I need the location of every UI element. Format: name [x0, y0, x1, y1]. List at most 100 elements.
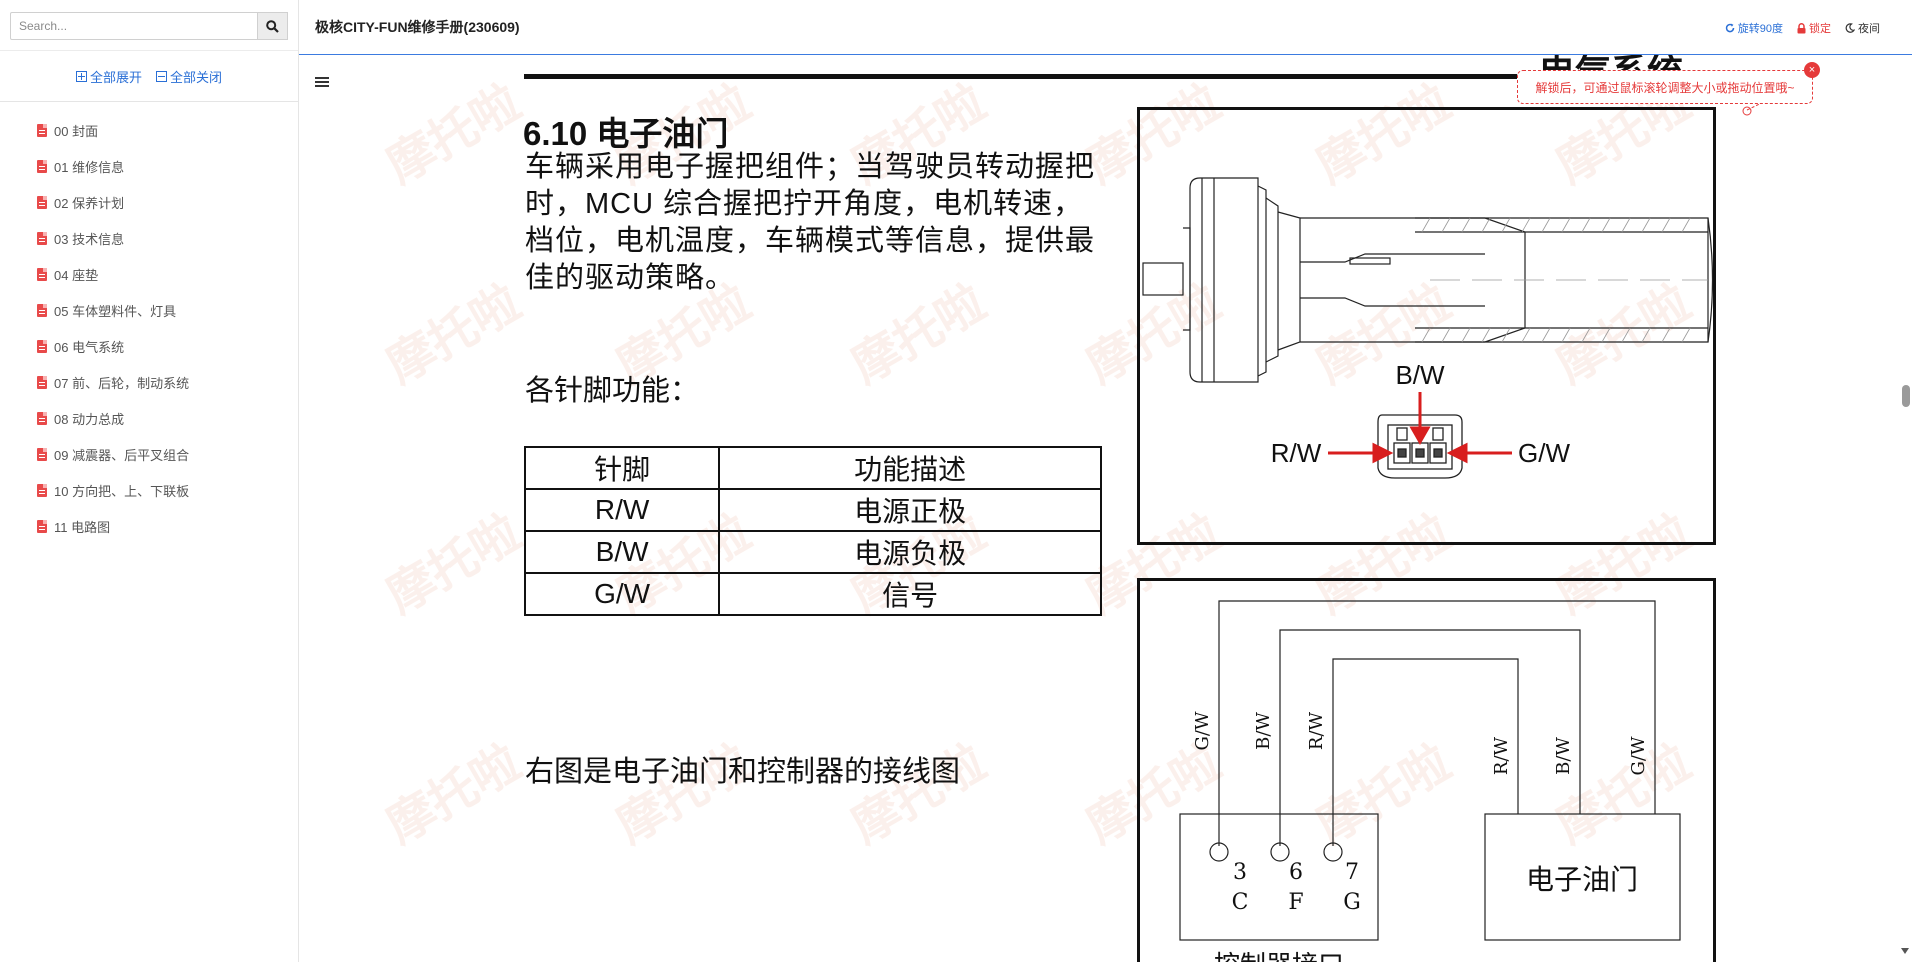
unlock-hint-banner: 解锁后，可通过鼠标滚轮调整大小或拖动位置哦~ ×	[1517, 62, 1820, 104]
table-cell: 信号	[718, 572, 1102, 616]
toc-list: 00 封面 01 维修信息 02 保养计划 03 技术信息 04 座垫 05 车…	[0, 112, 298, 544]
lock-button[interactable]: 锁定	[1797, 20, 1831, 36]
pin-table: 针脚 功能描述 R/W 电源正极 B/W 电源负极 G/W 信号	[523, 446, 1102, 616]
search-icon	[266, 19, 279, 33]
document-page: 摩托啦 摩托啦 摩托啦 摩托啦 摩托啦 摩托啦 摩托啦 摩托啦 摩托啦 摩托啦 …	[299, 55, 1912, 962]
menu-icon[interactable]	[315, 77, 329, 89]
toc-item-label: 04 座垫	[54, 267, 99, 283]
rotate-label: 旋转90度	[1737, 23, 1783, 35]
scrollbar-thumb[interactable]	[1902, 385, 1910, 407]
pdf-file-icon	[37, 195, 47, 209]
section-title: 6.10 电子油门	[523, 115, 729, 152]
pdf-file-icon	[37, 267, 47, 281]
toc-item[interactable]: 02 保养计划	[0, 184, 298, 220]
unlock-hint-text: 解锁后，可通过鼠标滚轮调整大小或拖动位置哦~	[1535, 80, 1795, 95]
toc-item[interactable]: 09 减震器、后平叉组合	[0, 436, 298, 472]
pin-letter: C	[1232, 890, 1249, 915]
top-bar: 极核CITY-FUN维修手册(230609) 旋转90度 锁定 夜间	[299, 0, 1912, 55]
table-cell: 电源负极	[718, 530, 1102, 574]
collapse-all-button[interactable]: 全部关闭	[156, 67, 222, 86]
wire-label: R/W	[1491, 736, 1512, 775]
fig1-label-rw: R/W	[1271, 438, 1322, 468]
collapse-all-label: 全部关闭	[170, 69, 223, 85]
search-box	[10, 12, 288, 40]
table-row: G/W 信号	[523, 572, 1102, 616]
toc-item-label: 01 维修信息	[54, 159, 125, 175]
toc-item[interactable]: 06 电气系统	[0, 328, 298, 364]
toc-item-label: 06 电气系统	[54, 339, 125, 355]
pin-number: 6	[1289, 860, 1303, 885]
table-header-row: 针脚 功能描述	[523, 446, 1102, 490]
pdf-file-icon	[37, 231, 47, 245]
pdf-file-icon	[37, 339, 47, 353]
watermark: 摩托啦	[377, 74, 530, 195]
toc-item[interactable]: 05 车体塑料件、灯具	[0, 292, 298, 328]
table-cell: G/W	[523, 572, 721, 616]
wire-label: G/W	[1628, 736, 1649, 775]
toc-item[interactable]: 07 前、后轮，制动系统	[0, 364, 298, 400]
toc-item-label: 00 封面	[54, 123, 99, 139]
rotate-icon	[1725, 23, 1735, 33]
table-row: B/W 电源负极	[523, 530, 1102, 574]
expand-all-button[interactable]: 全部展开	[75, 67, 142, 86]
fig1-label-gw: G/W	[1518, 438, 1570, 468]
toc-item[interactable]: 08 动力总成	[0, 400, 298, 436]
toc-item-label: 02 保养计划	[54, 195, 125, 211]
toc-item[interactable]: 04 座垫	[0, 256, 298, 292]
table-row: R/W 电源正极	[523, 488, 1102, 532]
watermark: 摩托啦	[377, 734, 530, 855]
wire-label: B/W	[1253, 712, 1274, 750]
table-cell: B/W	[523, 530, 721, 574]
pdf-file-icon	[37, 447, 47, 461]
pdf-file-icon	[37, 375, 47, 389]
watermark: 摩托啦	[842, 734, 995, 855]
throttle-box-label: 电子油门	[1526, 863, 1638, 896]
pdf-file-icon	[37, 303, 47, 317]
watermark: 摩托啦	[607, 734, 760, 855]
wire-label: G/W	[1192, 711, 1213, 750]
expand-all-label: 全部展开	[89, 69, 142, 85]
close-icon[interactable]: ×	[1804, 62, 1820, 78]
search-button[interactable]	[257, 12, 288, 40]
wire-label: B/W	[1553, 737, 1574, 775]
pdf-file-icon	[37, 411, 47, 425]
pdf-file-icon	[37, 483, 47, 497]
moon-icon	[1845, 23, 1855, 33]
scroll-down-arrow[interactable]	[1901, 948, 1909, 954]
toc-item-label: 09 减震器、后平叉组合	[54, 447, 190, 463]
toolbar: 旋转90度 锁定 夜间	[1725, 20, 1880, 36]
pin-letter: F	[1288, 890, 1303, 915]
night-mode-label: 夜间	[1858, 23, 1880, 35]
toc-item-label: 05 车体塑料件、灯具	[54, 303, 177, 319]
search-input[interactable]	[10, 12, 258, 40]
watermark: 摩托啦	[377, 274, 530, 395]
toc-item-label: 10 方向把、上、下联板	[54, 483, 190, 499]
toc-item[interactable]: 10 方向把、上、下联板	[0, 472, 298, 508]
sidebar: 全部展开 全部关闭 00 封面 01 维修信息 02 保养计划 03 技术信息 …	[0, 0, 299, 962]
header-rule	[524, 74, 1544, 79]
tree-toggle-row: 全部展开 全部关闭	[0, 50, 298, 102]
table-header-cell: 针脚	[523, 446, 721, 490]
pin-letter: G	[1343, 890, 1361, 915]
pdf-file-icon	[37, 159, 47, 173]
night-mode-button[interactable]: 夜间	[1845, 20, 1880, 36]
toc-item[interactable]: 01 维修信息	[0, 148, 298, 184]
pdf-file-icon	[37, 123, 47, 137]
throttle-grip-figure: B/W R/W G/W	[1137, 107, 1716, 545]
lock-label: 锁定	[1809, 23, 1831, 35]
controller-box-caption: 控制器接口	[1214, 951, 1344, 962]
pin-number: 3	[1233, 860, 1247, 885]
toc-item-label: 07 前、后轮，制动系统	[54, 375, 190, 391]
toc-item[interactable]: 00 封面	[0, 112, 298, 148]
pins-heading: 各针脚功能：	[525, 375, 700, 407]
expand-icon	[75, 70, 87, 82]
intro-paragraph: 车辆采用电子握把组件；当驾驶员转动握把时，MCU 综合握把拧开角度，电机转速，档…	[525, 151, 1096, 294]
document-viewer[interactable]: 摩托啦 摩托啦 摩托啦 摩托啦 摩托啦 摩托啦 摩托啦 摩托啦 摩托啦 摩托啦 …	[299, 55, 1912, 962]
rotate-button[interactable]: 旋转90度	[1725, 20, 1783, 36]
toc-item[interactable]: 11 电路图	[0, 508, 298, 544]
pin-number: 7	[1345, 860, 1359, 885]
document-title: 极核CITY-FUN维修手册(230609)	[315, 19, 520, 35]
wiring-diagram-figure: G/W B/W R/W R/W B/W G/W 3 6 7 C F G 电子油门…	[1137, 578, 1716, 962]
wire-label: R/W	[1306, 711, 1327, 750]
toc-item[interactable]: 03 技术信息	[0, 220, 298, 256]
